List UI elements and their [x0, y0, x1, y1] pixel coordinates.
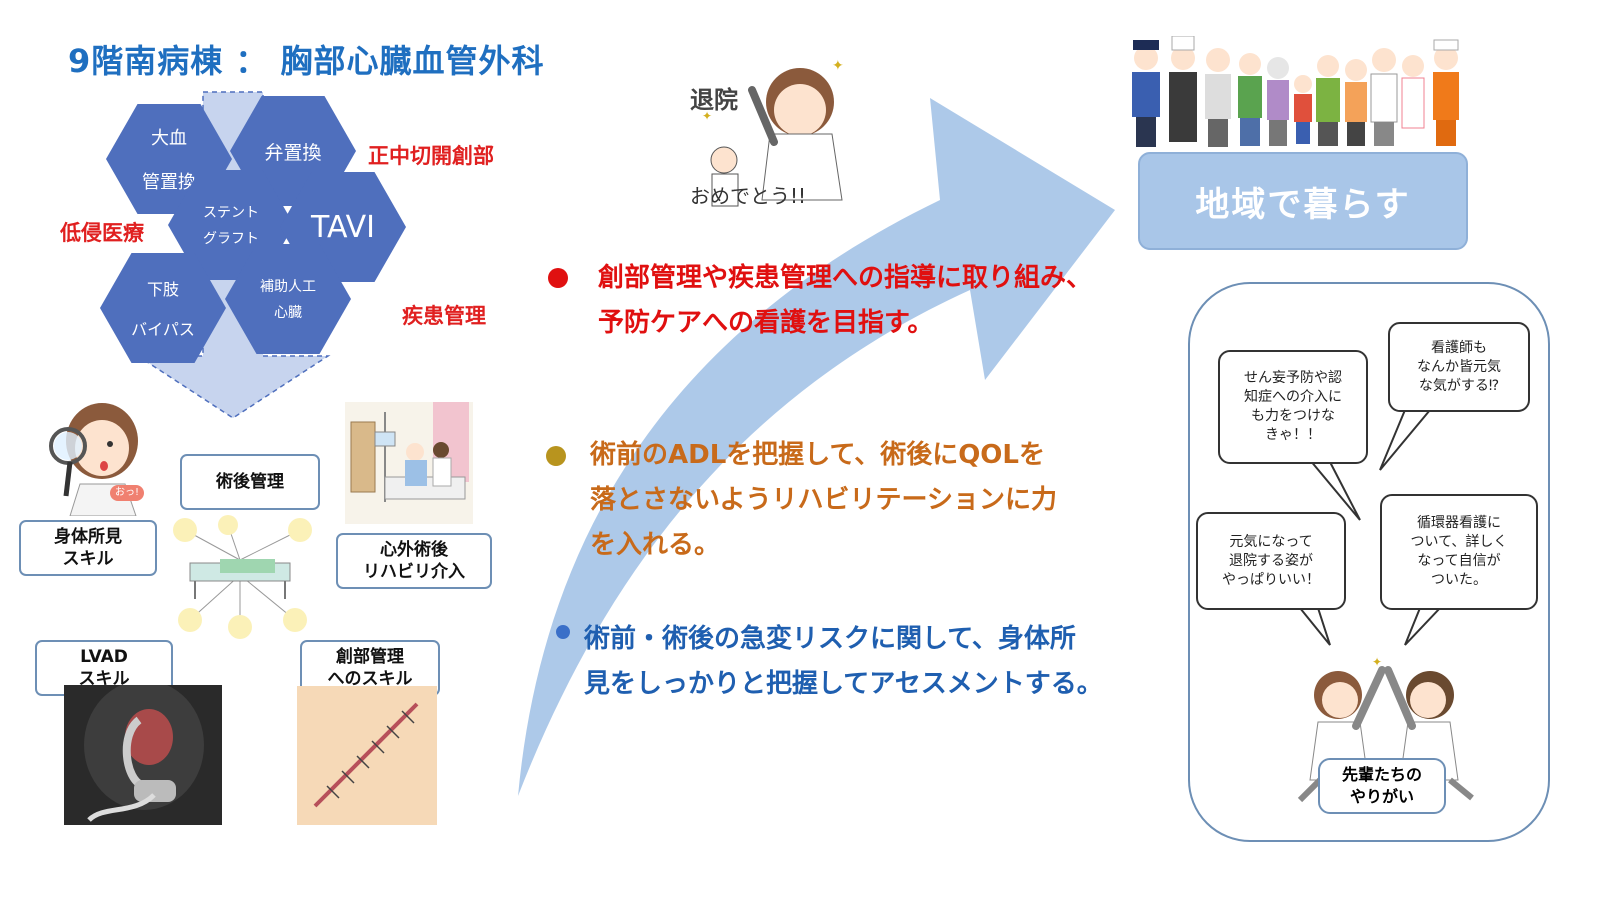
skill-text: リハビリ介入 — [363, 562, 465, 582]
skill-text: スキル — [78, 669, 130, 689]
hex-text: 弁置換 — [264, 141, 322, 164]
hex-text: 下肢 — [146, 280, 179, 299]
skill-text: へのスキル — [327, 669, 413, 689]
skill-text: 心外術後 — [380, 540, 448, 560]
bullet-dot-blue — [556, 625, 570, 639]
skill-text: 身体所見 — [54, 527, 122, 547]
hex-text: 管置換 — [142, 172, 196, 193]
point-line: を入れる。 — [590, 530, 721, 560]
high-five-nurses-illustration: ✦ — [1297, 655, 1474, 803]
discharge-illustration: ✦ ✦ — [702, 58, 844, 207]
community-people-illustration — [1132, 36, 1459, 147]
bubble-line: 知症への介入に — [1244, 389, 1342, 405]
yarigai-text: やりがい — [1349, 787, 1414, 806]
speech-bubble-4: 循環器看護に ついて、詳しく なって自信が ついた。 — [1380, 494, 1538, 610]
bubble-line: な気がする⁉ — [1418, 377, 1500, 394]
label-teishin: 低侵医療 — [60, 221, 144, 245]
point-line: 落とさないようリハビリテーションに力 — [590, 485, 1057, 515]
hex-kashi: 下肢 バイパス — [100, 253, 226, 363]
bullet-dot-red — [548, 268, 568, 288]
skill-text: LVAD — [80, 647, 128, 667]
oh-badge: おっ! — [110, 485, 144, 501]
point-line: 予防ケアへの看護を目指す。 — [598, 308, 934, 338]
bubble-line: 元気になって — [1229, 533, 1313, 550]
taiin-text: 退院 — [690, 86, 738, 114]
bubble-line: せん妄予防や認 — [1244, 370, 1342, 386]
patient-bed-illustration — [173, 515, 312, 639]
label-shikkan: 疾患管理 — [402, 304, 486, 328]
point-line: 創部管理や疾患管理への指導に取り組み、 — [598, 263, 1093, 293]
rehab-illustration — [345, 402, 473, 524]
point-line: 見をしっかりと把握してアセスメントする。 — [584, 669, 1103, 699]
svg-text:✦: ✦ — [832, 58, 844, 74]
point-1: 創部管理や疾患管理への指導に取り組み、 予防ケアへの看護を目指す。 — [598, 256, 1092, 346]
curved-arrow — [518, 98, 1115, 796]
hex-hojo: 補助人工 心臓 — [225, 244, 351, 354]
bullet-dot-gold — [546, 446, 566, 466]
bubble-line: ついて、詳しく — [1410, 534, 1508, 550]
hex-text: 大血 — [151, 128, 187, 149]
hex-text: ステント — [203, 205, 259, 221]
bubble-line: 循環器看護に — [1417, 515, 1501, 531]
bubble-line: なんか皆元気 — [1417, 358, 1501, 375]
bubble-line: 看護師も — [1431, 339, 1487, 356]
omedetou-text: おめでとう!! — [690, 184, 807, 208]
point-line: 術前のADLを把握して、術後にQOLを — [590, 440, 1045, 470]
point-3: 術前・術後の急変リスクに関して、身体所 見をしっかりと把握してアセスメントする。 — [584, 617, 1103, 707]
skill-text: 創部管理 — [336, 647, 404, 667]
hex-text: 補助人工 — [260, 279, 316, 295]
label-seichu: 正中切開創部 — [368, 144, 494, 168]
hex-text: 心臓 — [274, 305, 302, 321]
lvad-image — [64, 685, 222, 825]
yarigai-text: 先輩たちの — [1341, 765, 1422, 784]
bubble-line: やっぱりいい！ — [1222, 571, 1320, 588]
point-2: 術前のADLを把握して、術後にQOLを 落とさないようリハビリテーションに力 を… — [590, 433, 1057, 568]
skill-shintai: 身体所見 スキル — [19, 520, 157, 576]
svg-text:✦: ✦ — [702, 109, 712, 123]
yarigai-panel — [1188, 282, 1550, 842]
yarigai-label: 先輩たちの やりがい — [1318, 758, 1446, 814]
skill-text: スキル — [62, 549, 114, 569]
chiiki-box: 地域で暮らす — [1138, 152, 1468, 250]
hex-text: グラフト — [203, 231, 259, 247]
page-title: 9階南病棟 ： 胸部心臓血管外科 — [68, 42, 545, 80]
speech-bubble-2: 看護師も なんか皆元気 な気がする⁉ — [1388, 322, 1530, 412]
skill-rehab: 心外術後 リハビリ介入 — [336, 533, 492, 589]
bubble-line: きゃ！！ — [1265, 427, 1321, 443]
svg-text:✦: ✦ — [1372, 655, 1382, 669]
hex-text: TAVI — [311, 209, 375, 245]
bubble-line: 退院する姿が — [1229, 552, 1313, 569]
speech-bubble-3: 元気になって 退院する姿が やっぱりいい！ — [1196, 512, 1346, 610]
skill-text: 術後管理 — [216, 472, 284, 492]
skill-jutsugo: 術後管理 — [180, 454, 320, 510]
suture-image — [297, 686, 437, 825]
hex-text: バイパス — [131, 320, 195, 339]
bubble-line: ついた。 — [1431, 572, 1487, 588]
bubble-line: なって自信が — [1417, 553, 1501, 569]
point-line: 術前・術後の急変リスクに関して、身体所 — [584, 624, 1076, 654]
bubble-line: も力をつけな — [1251, 408, 1335, 424]
speech-bubble-1: せん妄予防や認 知症への介入に も力をつけな きゃ！！ — [1218, 350, 1368, 464]
